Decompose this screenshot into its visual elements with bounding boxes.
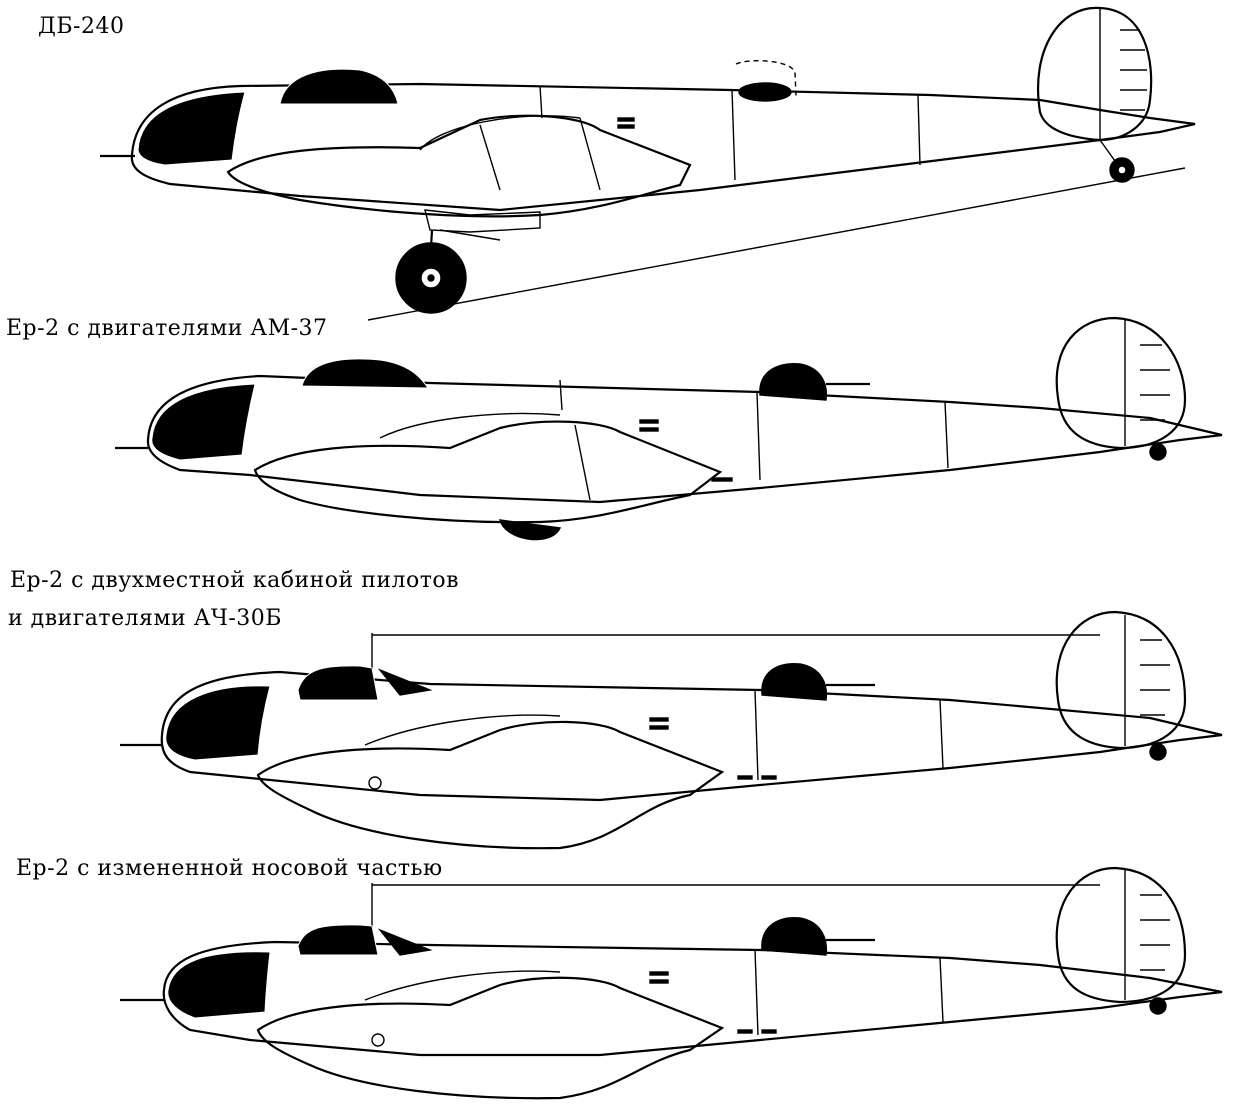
plane-db240 bbox=[100, 6, 1196, 321]
caption-db240: ДБ-240 bbox=[38, 14, 125, 39]
plane-er2-twin-seat bbox=[120, 610, 1223, 850]
ground-line-db240 bbox=[367, 167, 1186, 321]
caption-er2-modified-nose: Ер-2 с измененной носовой частью bbox=[16, 856, 443, 881]
caption-er2-am37: Ер-2 с двигателями АМ-37 bbox=[6, 316, 328, 341]
plane-er2-modified-nose bbox=[120, 866, 1223, 1100]
caption-er2-twin-seat-line2: и двигателями АЧ-30Б bbox=[8, 606, 282, 631]
plane-er2-am37 bbox=[115, 316, 1223, 541]
caption-er2-twin-seat-line1: Ер-2 с двухместной кабиной пилотов bbox=[10, 568, 460, 593]
